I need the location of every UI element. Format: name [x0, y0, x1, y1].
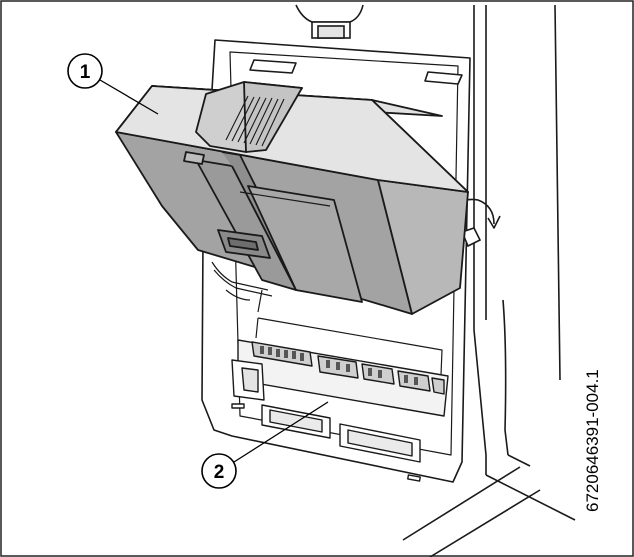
callout-1: 1: [67, 53, 103, 89]
callout-1-label: 1: [80, 62, 91, 83]
wiring: [211, 261, 273, 313]
side-wall: [402, 4, 576, 557]
callout-1-circle: [67, 53, 103, 89]
callout-2-label: 2: [214, 462, 225, 483]
callout-2-circle: [201, 453, 237, 489]
top-pipe: [295, 4, 364, 39]
leader-line-1: [99, 79, 159, 115]
control-module: [115, 81, 469, 315]
callout-2: 2: [201, 453, 237, 489]
leader-lines: [99, 79, 329, 463]
leader-line-2: [233, 401, 329, 463]
base-terminal-area: [231, 339, 449, 482]
image-code: 6720646391-004.1: [583, 369, 602, 512]
